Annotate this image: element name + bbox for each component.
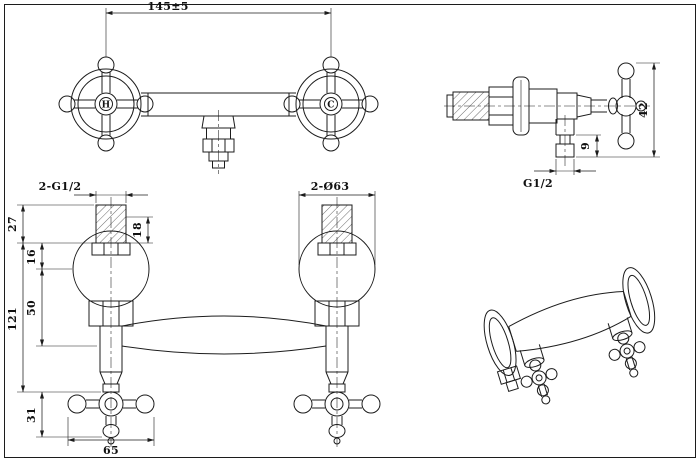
left-inlet-thread (95, 204, 127, 244)
perspective-right-handle (607, 317, 646, 378)
dim-flange-offset-label: 16 (25, 249, 38, 265)
right-handle (293, 391, 381, 445)
dim-thread-engagement-label: 18 (131, 222, 144, 238)
dim-handle-length-label: 31 (25, 407, 38, 423)
wall-thread (452, 91, 490, 121)
installation-view: 2-G1/2 2-Ø63 27 121 16 50 31 18 65 (6, 180, 381, 457)
inlet-thread-callout-label: 2-G1/2 (39, 180, 82, 193)
outlet-thread-label: G1/2 (523, 177, 553, 190)
left-flange (72, 230, 150, 308)
perspective-left-handle (519, 344, 558, 405)
front-view: 145±5 H (58, 0, 379, 174)
dim-overall-length-label: 121 (6, 307, 19, 331)
sheet-border (4, 4, 696, 458)
flange-diameter-callout-label: 2-Ø63 (311, 180, 350, 193)
cold-handle-label: C (327, 101, 334, 111)
right-inlet-thread (321, 204, 353, 244)
side-outlet (555, 115, 575, 166)
cold-handle: C (283, 56, 379, 152)
dim-handle-width-label: 65 (103, 444, 119, 457)
dim-body-length-label: 50 (25, 300, 38, 316)
dim-wall-thread-label: 27 (6, 216, 19, 232)
dim-outlet-drop-label: 9 (579, 142, 592, 150)
perspective-outlet (496, 365, 522, 392)
hot-handle-label: H (102, 101, 111, 111)
side-view: 9 42 G1/2 (444, 62, 660, 190)
connecting-bar (121, 315, 327, 355)
hot-handle: H (58, 56, 154, 152)
dim-center-distance-label: 145±5 (147, 0, 188, 13)
side-handle (608, 62, 647, 150)
center-outlet (201, 110, 236, 174)
right-flange (298, 230, 376, 308)
perspective-view (483, 267, 656, 405)
right-valve-assembly (293, 204, 381, 445)
dim-body-height-label: 42 (637, 102, 650, 118)
